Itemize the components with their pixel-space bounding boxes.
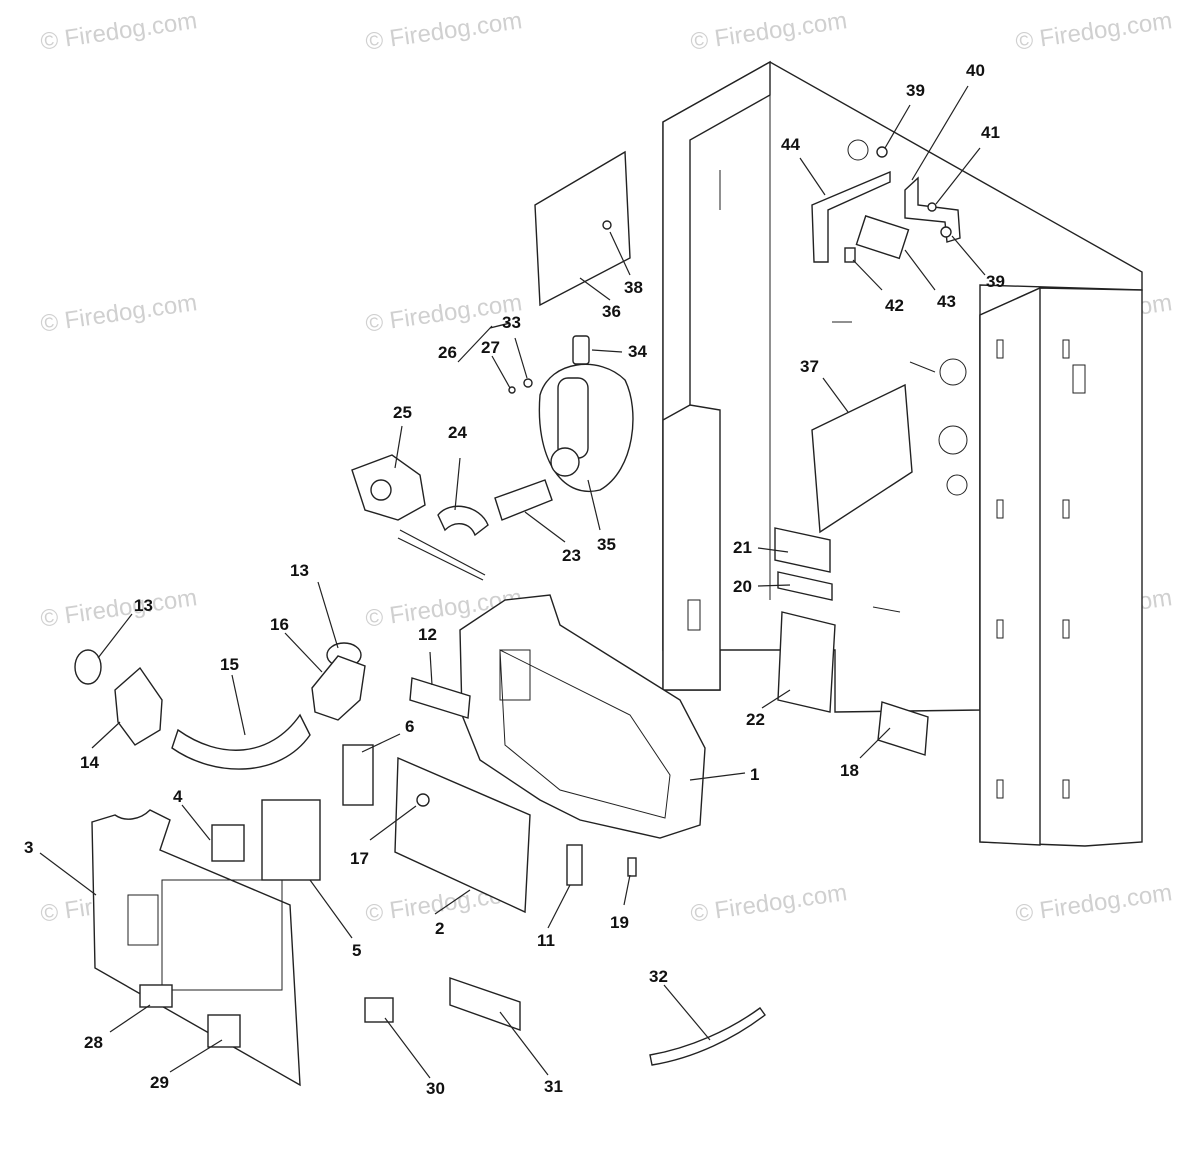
callout-20: 20 [733,577,752,596]
part-13-grommet-left [74,649,102,685]
part-18-label [877,701,929,756]
callout-17: 17 [350,849,369,868]
part-42-screw [844,247,856,263]
callout-44: 44 [781,135,800,154]
callout-41: 41 [981,123,1000,142]
part-15-conduit [171,713,311,770]
callout-21: 21 [733,538,752,557]
callout-39-top: 39 [906,81,925,100]
part-14-connector [114,666,163,746]
part-16-elbow-connector [311,655,366,721]
callout-16: 16 [270,615,289,634]
part-29-decal [207,1014,241,1048]
callout-11: 11 [537,931,555,950]
callout-38: 38 [624,278,643,297]
part-43-relay [855,215,910,260]
part-20-label [777,571,833,601]
part-11-decal [566,844,583,886]
part-24-elbow [437,505,489,537]
callout-29: 29 [150,1073,169,1092]
callout-30: 30 [426,1079,445,1098]
part-35-regulator [538,363,634,493]
leader-lines [39,85,986,1079]
callout-5: 5 [352,941,361,960]
part-21-label [774,527,831,573]
part-32-wire-harness [649,1007,766,1066]
callout-15: 15 [220,655,239,674]
part-34-fitting [572,335,590,365]
callout-13-left: 13 [134,596,153,615]
callout-14: 14 [80,753,99,772]
part-3-cover-panel [91,809,301,1087]
part-44-bracket [811,170,891,263]
callout-43: 43 [937,292,956,311]
part-39-screw-top [876,146,888,158]
part-6-receptacle [342,744,374,806]
part-41-nut [927,202,937,212]
callout-4: 4 [173,787,183,806]
part-23-hose [494,479,553,521]
callout-18: 18 [840,761,859,780]
part-25-valve [351,454,486,581]
callout-31: 31 [544,1077,563,1096]
callout-28: 28 [84,1033,103,1052]
part-28-decal [139,984,173,1008]
part-38-screw [602,220,612,230]
callouts: 1 2 3 4 5 6 11 12 13 13 14 15 16 17 18 1… [24,61,1005,1098]
callout-27: 27 [481,338,500,357]
callout-12: 12 [418,625,437,644]
callout-26: 26 [438,343,457,362]
part-37-cover-plate [811,383,913,534]
callout-39-right: 39 [986,272,1005,291]
callout-24: 24 [448,423,467,442]
callout-40: 40 [966,61,985,80]
part-12-decal [409,677,471,719]
part-1-enclosure-box [459,594,706,839]
callout-6: 6 [405,717,414,736]
callout-3: 3 [24,838,33,857]
part-17-switch [416,793,430,807]
part-33-nut [523,378,533,388]
part-26-bolt [489,322,511,329]
callout-42: 42 [885,296,904,315]
part-19-screw [627,857,637,877]
part-27-washer [508,386,516,394]
part-39-screw-right [940,226,952,238]
part-36-cover-plate [534,150,631,307]
part-31-terminal-strip [449,977,521,1031]
callout-1: 1 [750,765,759,784]
callout-33: 33 [502,313,521,332]
callout-19: 19 [610,913,629,932]
callout-13-top: 13 [290,561,309,580]
part-30-plug [364,997,394,1023]
callout-35: 35 [597,535,616,554]
part-5-breaker [261,799,321,881]
part-22-label [777,611,836,713]
callout-22: 22 [746,710,765,729]
callout-37: 37 [800,357,819,376]
callout-36: 36 [602,302,621,321]
callout-32: 32 [649,967,668,986]
callout-23: 23 [562,546,581,565]
callout-34: 34 [628,342,647,361]
part-2-control-board [394,756,531,914]
callout-25: 25 [393,403,412,422]
part-4-terminal-block [211,824,245,862]
callout-2: 2 [435,919,444,938]
